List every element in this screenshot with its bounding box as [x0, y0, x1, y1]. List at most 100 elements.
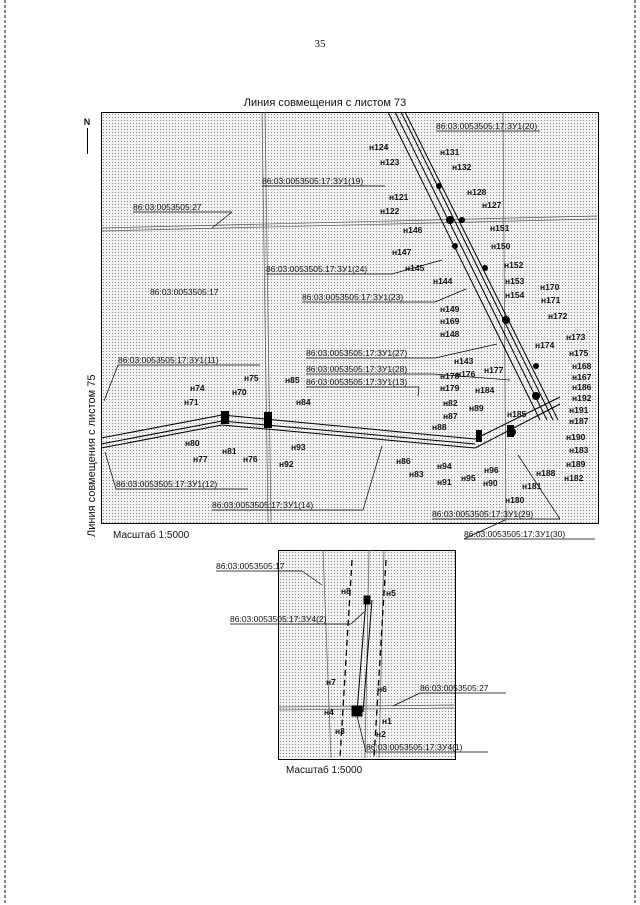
parcel-labels: 86:03:0053505:17:ЗУ1(20)86:03:0053505:17…: [116, 121, 565, 752]
point-labels: н124 н123 н131 н132 н121 н122 н128 н127 н146 н151…: [184, 142, 592, 739]
map2-scale: Масштаб 1:5000: [286, 765, 363, 776]
map2-point-label: н5: [386, 588, 396, 598]
map1-point-label: н177: [484, 365, 504, 375]
map1-point-label: н151: [490, 223, 510, 233]
map1-point-label: н94: [437, 461, 452, 471]
map2-point-label: н6: [377, 684, 387, 694]
map1-point-label: н124: [369, 142, 389, 152]
map1-nodes: [221, 183, 540, 442]
parcel-label-p28: 86:03:0053505:17:ЗУ1(28): [306, 364, 407, 374]
map1-point-label: н96: [484, 465, 499, 475]
leader-line: [432, 373, 511, 381]
map1-point-label: н147: [392, 247, 412, 257]
parcel-label-p14: 86:03:0053505:17:ЗУ1(14): [212, 500, 313, 510]
map1-point-label: н82: [443, 398, 458, 408]
map1-point-label: н121: [389, 192, 409, 202]
map1-point-label: н84: [296, 397, 311, 407]
parcel-label-p11: 86:03:0053505:17:ЗУ1(11): [118, 355, 219, 365]
map1-point-label: н178: [440, 371, 460, 381]
map2-point-label: н1: [382, 716, 392, 726]
map2-point-label: н2: [376, 729, 386, 739]
map1-point-label: н131: [440, 147, 460, 157]
map2-gridlines: [277, 549, 455, 759]
parcel-label-q17: 86:03:0053505:17: [150, 287, 219, 297]
map1-point-label: н154: [505, 290, 525, 300]
parcel-label-p24: 86:03:0053505:17:ЗУ1(24): [266, 264, 367, 274]
parcel-label-p12: 86:03:0053505:17:ЗУ1(12): [116, 479, 217, 489]
map1-point-label: н176: [456, 369, 476, 379]
map1-point-label: н189: [566, 459, 586, 469]
map1-point-label: н174: [535, 340, 555, 350]
map1-point-label: н143: [454, 356, 474, 366]
map1-point-label: н144: [433, 276, 453, 286]
map1-point-label: н168: [572, 361, 592, 371]
map1-point-label: н123: [380, 157, 400, 167]
map2-point-label: н3: [335, 726, 345, 736]
map1-point-label: н185: [507, 409, 527, 419]
map1-point-label: н81: [222, 446, 237, 456]
map1-point-label: н187: [569, 416, 589, 426]
map1-point-label: н77: [193, 454, 208, 464]
map1-point-label: н170: [540, 282, 560, 292]
scan-left-edge: [4, 0, 6, 905]
map1-point-label: н88: [432, 422, 447, 432]
map2-corridor: [339, 559, 387, 759]
map1-point-label: н70: [232, 387, 247, 397]
leader-lines: [103, 130, 595, 753]
map1-point-label: н183: [569, 445, 589, 455]
map1-point-label: н132: [452, 162, 472, 172]
map1-point-label: н85: [285, 375, 300, 385]
map1-point-label: н87: [443, 411, 458, 421]
map1-point-label: н190: [566, 432, 586, 442]
map1-point-label: н153: [505, 276, 525, 286]
map1-point-label: н89: [469, 403, 484, 413]
leader-line: [301, 570, 323, 586]
map1-point-label: н184: [475, 385, 495, 395]
map1-corridor: [100, 111, 561, 449]
map1-point-label: н76: [243, 454, 258, 464]
map1-point-label: н83: [409, 469, 424, 479]
map1-point-label: н146: [403, 225, 423, 235]
map1-point-label: н80: [185, 438, 200, 448]
parcel-label-p19: 86:03:0053505:17:ЗУ1(19): [262, 176, 363, 186]
map1-point-label: н127: [482, 200, 502, 210]
map1-point-label: н75: [244, 373, 259, 383]
map1-frame: [101, 112, 599, 524]
map1-point-label: н122: [380, 206, 400, 216]
map1-gridlines: [100, 111, 598, 523]
map1-point-label: н171: [541, 295, 561, 305]
map1-point-label: н175: [569, 348, 589, 358]
map2-point-label: н4: [324, 707, 334, 717]
map1-point-label: н128: [467, 187, 487, 197]
map1-point-label: н182: [564, 473, 584, 483]
scan-right-edge: [634, 0, 636, 905]
leader-line: [434, 288, 467, 303]
map1-point-label: н191: [569, 405, 589, 415]
map1-point-label: н145: [405, 263, 425, 273]
leader-line: [350, 611, 365, 625]
parcel-label-r1: 86:03:0053505:17:ЗУ4(1): [366, 742, 463, 752]
map1-point-label: н188: [536, 468, 556, 478]
map1-point-label: н167: [572, 372, 592, 382]
map1-scale: Масштаб 1:5000: [113, 530, 190, 541]
leader-line: [104, 451, 117, 490]
parcel-label-r17: 86:03:0053505:17: [216, 561, 285, 571]
parcel-label-p13: 86:03:0053505:17:ЗУ1(13): [306, 377, 407, 387]
map1-point-label: н173: [566, 332, 586, 342]
north-label: N: [83, 117, 91, 127]
north-arrow-line: [86, 128, 88, 154]
map1-point-label: н179: [440, 383, 460, 393]
map2-point-label: н8: [341, 586, 351, 596]
north-arrow: N: [82, 118, 92, 154]
map1-point-label: н169: [440, 316, 460, 326]
map1-point-label: н150: [491, 241, 511, 251]
map1-point-label: н90: [483, 478, 498, 488]
parcel-label-p30: 86:03:0053505:17:ЗУ1(30): [464, 529, 565, 539]
map1-point-label: н93: [291, 442, 306, 452]
leader-line: [392, 692, 421, 707]
map1-point-label: н148: [440, 329, 460, 339]
map1-point-label: н180: [505, 495, 525, 505]
map1-point-label: н71: [184, 397, 199, 407]
map1-point-label: н74: [190, 383, 205, 393]
